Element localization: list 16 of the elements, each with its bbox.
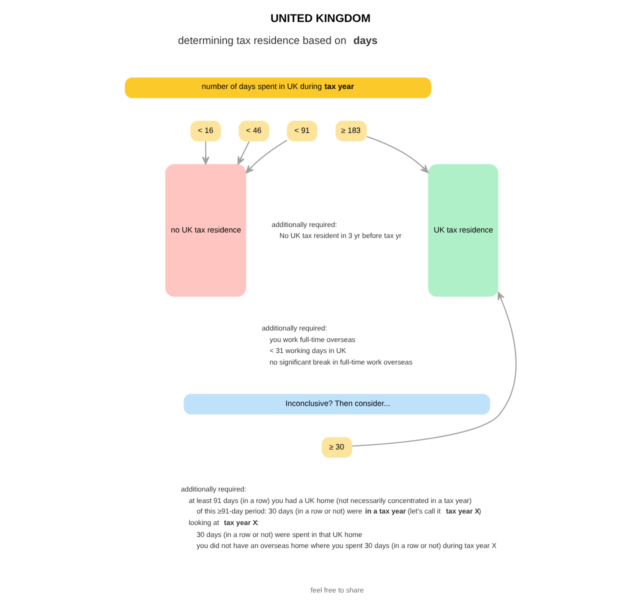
node-box: < 46: [238, 120, 269, 142]
arrow: [245, 140, 287, 174]
node-box: ≥ 183: [335, 120, 366, 142]
arrow: [352, 292, 516, 447]
node-box: < 91: [286, 120, 317, 142]
node-box: ≥ 30: [321, 437, 352, 458]
label: determining tax residence based on days: [178, 35, 378, 48]
diagram-title: UNITED KINGDOM: [270, 13, 370, 26]
node-box: no UK tax residence: [164, 164, 246, 297]
node-box: Inconclusive? Then consider...: [183, 394, 490, 414]
arrow: [366, 136, 428, 174]
node-box: < 16: [190, 120, 220, 142]
node-box: UK tax residence: [428, 164, 498, 297]
arrow: [237, 141, 250, 165]
node-box: number of days spent in UK during tax year: [124, 78, 431, 98]
arrow: [201, 142, 209, 165]
